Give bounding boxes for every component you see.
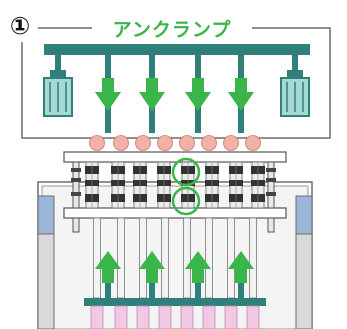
clamp-column: [111, 161, 125, 209]
right-gray-column: [295, 233, 313, 329]
left-blue-column: [37, 195, 55, 235]
ball: [89, 135, 105, 151]
highlight-ring-lower: [171, 186, 201, 216]
right-tension-post: [266, 161, 276, 233]
bottom-pin: [158, 305, 172, 329]
lower-support-rod: [93, 217, 101, 299]
step-band: [2, 6, 38, 42]
green-down-arrow-icon: [228, 78, 254, 111]
bottom-pin: [136, 305, 150, 329]
lower-support-rod: [227, 217, 235, 299]
title-label: アンクランプ: [113, 18, 232, 41]
green-down-arrow-icon: [95, 78, 121, 111]
ball: [113, 135, 129, 151]
green-up-arrow-icon: [139, 251, 165, 283]
up-push-rod: [105, 270, 111, 298]
down-arrow-group: [95, 78, 254, 111]
ball-row: [89, 135, 261, 151]
up-push-rod: [149, 270, 155, 298]
left-gray-column: [37, 233, 55, 329]
bottom-pin: [90, 305, 104, 329]
left-cylinder-rod: [55, 55, 61, 71]
lower-support-rod: [205, 217, 213, 299]
left-tension-post: [71, 161, 81, 233]
lower-support-rod: [249, 217, 257, 299]
top-teal-beam: [44, 44, 310, 55]
step-number: ①: [10, 12, 30, 40]
lower-support-rod: [183, 217, 191, 299]
clamp-column-group: [85, 161, 265, 209]
ball: [245, 135, 261, 151]
ball: [157, 135, 173, 151]
green-down-arrow-icon: [139, 78, 165, 111]
bottom-pin: [180, 305, 194, 329]
lower-support-rod: [161, 217, 169, 299]
clamp-column: [157, 161, 171, 209]
ball: [201, 135, 217, 151]
lower-support-rod: [117, 217, 125, 299]
bottom-teal-beam: [84, 298, 266, 306]
clamp-column: [133, 161, 147, 209]
clamp-column: [85, 161, 99, 209]
clamp-column: [229, 161, 243, 209]
right-blue-column: [295, 195, 313, 235]
clamp-column: [205, 161, 219, 209]
upper-plate: [63, 151, 287, 163]
lower-support-rods: [93, 217, 257, 299]
bottom-pin: [246, 305, 260, 329]
green-up-arrow-icon: [95, 251, 121, 283]
bottom-pin: [224, 305, 238, 329]
right-cylinder-rod: [292, 55, 298, 71]
title-band: [92, 14, 252, 44]
ball: [179, 135, 195, 151]
ball: [135, 135, 151, 151]
lower-support-rod: [139, 217, 147, 299]
right-cylinder: [280, 70, 310, 117]
bottom-pin-row: [90, 305, 260, 329]
ball: [223, 135, 239, 151]
green-up-arrow-icon: [228, 251, 254, 283]
up-push-rod: [195, 270, 201, 298]
green-down-arrow-icon: [185, 78, 211, 111]
bottom-pin: [114, 305, 128, 329]
green-up-arrow-icon: [185, 251, 211, 283]
highlight-ring-upper: [171, 157, 201, 187]
bottom-pin: [202, 305, 216, 329]
up-push-rod: [238, 270, 244, 298]
up-arrow-group: [95, 251, 254, 298]
clamp-column: [251, 161, 265, 209]
left-cylinder: [43, 70, 73, 117]
